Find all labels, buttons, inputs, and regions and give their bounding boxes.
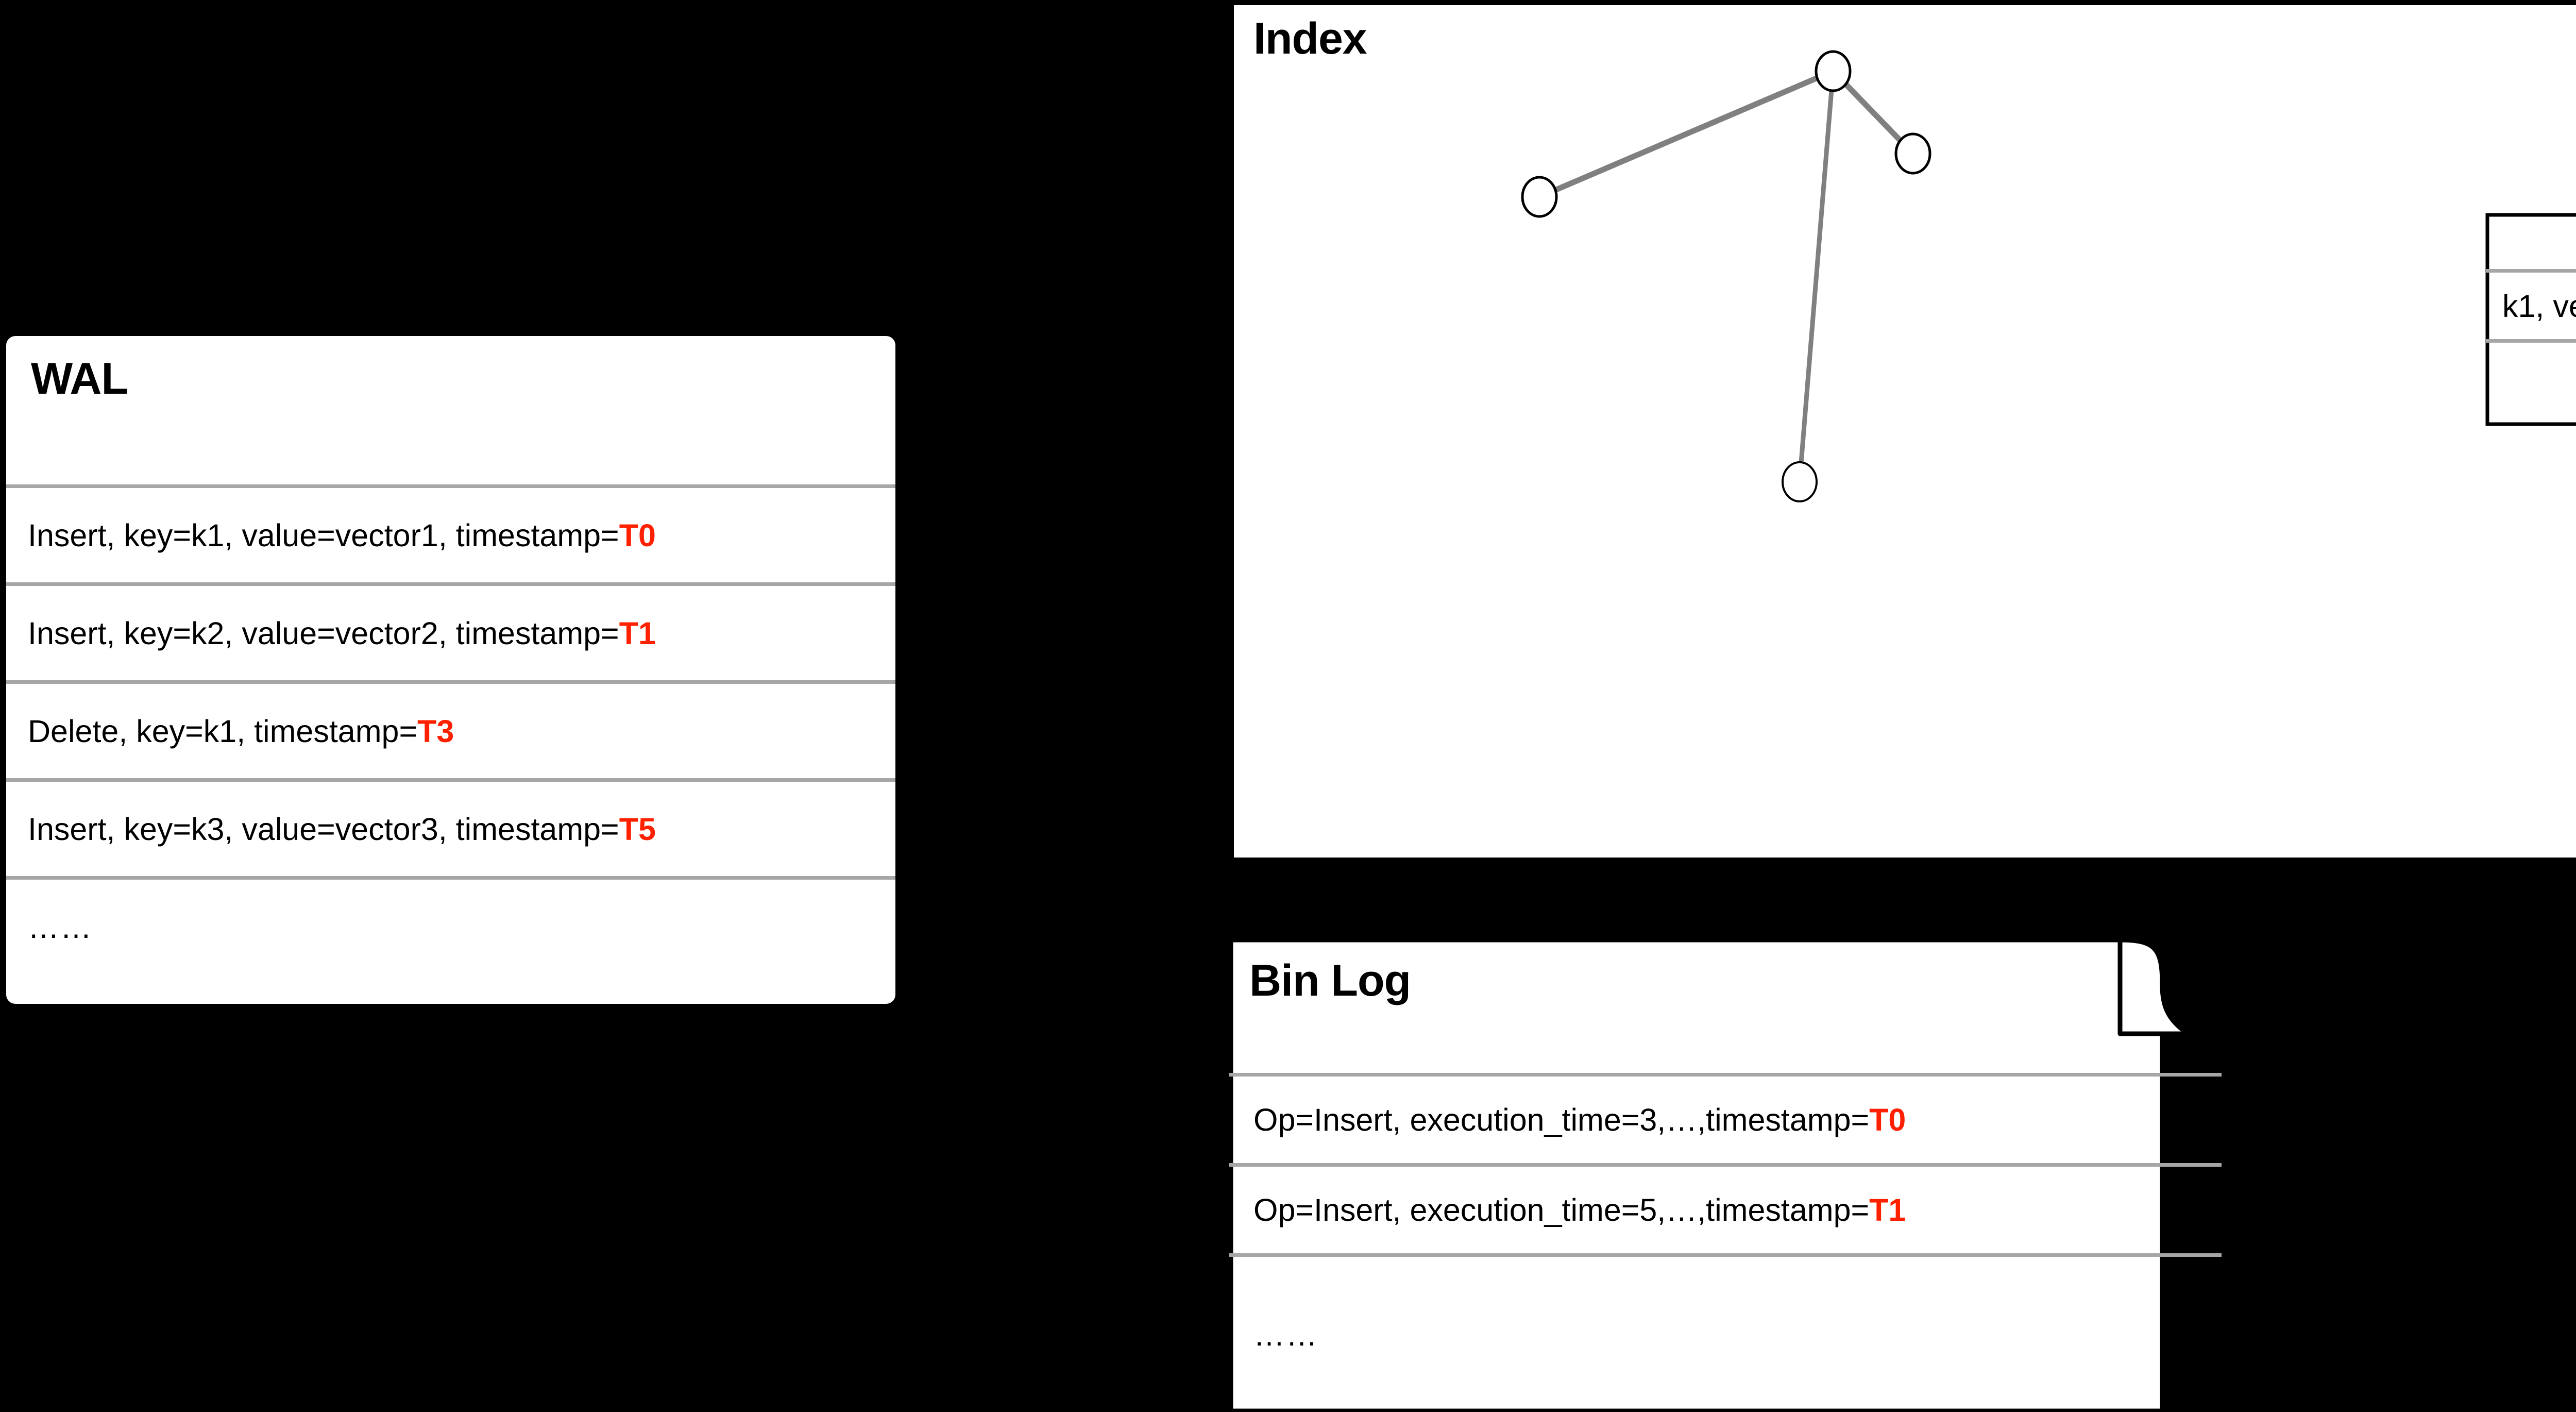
wal-row: Insert, key=k2, value=vector2, timestamp… — [6, 582, 895, 680]
tree-edge-root-left — [1538, 68, 1835, 200]
wal-row-timestamp: T3 — [417, 713, 454, 749]
wal-row-timestamp: T0 — [619, 517, 656, 553]
bin-log-row-text: …… — [1253, 1317, 1318, 1352]
bin-log-row-timestamp: T0 — [1869, 1102, 1906, 1137]
bin-log-panel[interactable]: Bin Log Op=Insert, execution_time=3,…,ti… — [1228, 937, 2222, 1412]
wal-row-text: …… — [28, 909, 93, 945]
index-panel: Index k1, vector1, timestamp=T0 …… — [1234, 5, 2576, 858]
index-leaf-row-text: k1, vector1, timestamp=T0 — [2502, 288, 2576, 324]
wal-row-text: Insert, key=k1, value=vector1, timestamp… — [28, 517, 656, 553]
index-tree-graph — [1521, 50, 1931, 502]
bin-log-row: Op=Insert, execution_time=3,…,timestamp=… — [1229, 1073, 2222, 1163]
wal-row-list: Insert, key=k1, value=vector1, timestamp… — [6, 484, 895, 974]
index-leaf-row: …… — [2486, 339, 2576, 426]
tree-nodes — [1521, 50, 1931, 502]
tree-node-child-left[interactable] — [1521, 176, 1558, 218]
bin-log-row-text: Op=Insert, execution_time=3,…,timestamp=… — [1253, 1102, 1906, 1137]
wal-row-timestamp: T5 — [619, 811, 656, 847]
bin-log-row-text: Op=Insert, execution_time=5,…,timestamp=… — [1253, 1192, 1906, 1228]
wal-panel: WAL Insert, key=k1, value=vector1, times… — [6, 336, 895, 1004]
page-curl-shape — [2485, 213, 2576, 426]
wal-row: Insert, key=k1, value=vector1, timestamp… — [6, 484, 895, 582]
wal-row: Delete, key=k1, timestamp=T3 — [6, 680, 895, 778]
tree-node-root[interactable] — [1815, 50, 1852, 92]
tree-edges — [1538, 68, 1915, 482]
index-leaf-row: k1, vector1, timestamp=T0 — [2486, 269, 2576, 339]
bin-log-row-timestamp: T1 — [1869, 1192, 1906, 1228]
index-leaf-k1[interactable]: k1, vector1, timestamp=T0 …… — [2485, 213, 2576, 426]
tree-node-child-right[interactable] — [1894, 132, 1931, 175]
wal-title: WAL — [31, 354, 128, 404]
wal-row: Insert, key=k3, value=vector3, timestamp… — [6, 778, 895, 876]
bin-log-title: Bin Log — [1249, 956, 1411, 1005]
tree-node-child-mid[interactable] — [1782, 461, 1818, 502]
wal-row: …… — [6, 876, 895, 974]
index-title: Index — [1253, 14, 1367, 63]
wal-row-text: Insert, key=k2, value=vector2, timestamp… — [28, 615, 656, 651]
tree-edge-root-mid — [1797, 71, 1836, 482]
bin-log-row: …… — [1229, 1253, 2222, 1412]
page-curl-shape — [1228, 937, 2191, 1412]
wal-row-text: Insert, key=k3, value=vector3, timestamp… — [28, 811, 656, 847]
wal-row-timestamp: T1 — [619, 615, 656, 651]
wal-row-text: Delete, key=k1, timestamp=T3 — [28, 713, 454, 749]
bin-log-row: Op=Insert, execution_time=5,…,timestamp=… — [1229, 1163, 2222, 1253]
